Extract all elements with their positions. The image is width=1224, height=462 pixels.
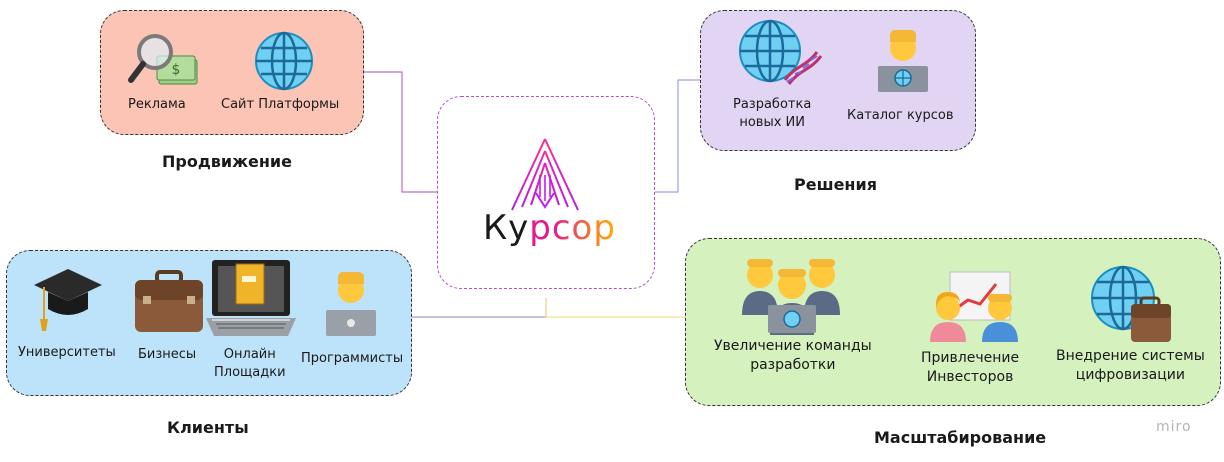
promotion-card[interactable] [100, 10, 364, 135]
globe-icon [255, 31, 313, 91]
promotion-title: Продвижение [162, 152, 292, 171]
clients-item-online-label: Онлайн Площадки [214, 346, 286, 381]
clients-title: Клиенты [167, 418, 249, 437]
solutions-item-ai-label: Разработка новых ИИ [733, 96, 811, 131]
cursor-logo-text: Курсор [483, 208, 616, 248]
scaling-title: Масштабирование [874, 428, 1047, 447]
scaling-item-digital-line-1: Внедрение системы [1056, 348, 1205, 364]
laptop-book-icon [206, 260, 296, 336]
miro-watermark: miro [1156, 419, 1192, 435]
globe-briefcase-icon [1091, 265, 1171, 342]
scaling-item-team-label: Увеличение команды разработки [714, 337, 872, 375]
investors-chart-icon [930, 271, 1018, 342]
scaling-item-digital-line-2: цифровизации [1075, 366, 1185, 383]
clients-item-online-line-2: Площадки [214, 364, 286, 380]
scaling-item-team-line-1: Увеличение команды [714, 338, 872, 354]
scaling-item-investors-line-2: Инвесторов [926, 368, 1014, 385]
scaling-item-team-line-2: разработки [750, 356, 836, 373]
developer-laptop-icon [878, 30, 928, 92]
solutions-item-catalog-label: Каталог курсов [847, 108, 954, 123]
svg-text:$: $ [172, 62, 181, 78]
solutions-title: Решения [794, 175, 877, 194]
logo-text-part-1: Ку [483, 208, 530, 248]
logo-text-part-2: р [529, 208, 552, 248]
programmer-laptop-icon [326, 272, 376, 336]
clients-item-universities-label: Университеты [18, 345, 116, 360]
solutions-item-ai-line-2: новых ИИ [739, 114, 805, 130]
solutions-item-ai-line-1: Разработка [733, 97, 812, 112]
promotion-item-ads-label: Реклама [128, 97, 186, 112]
center-logo-card[interactable] [437, 96, 655, 289]
scaling-item-investors-label: Привлечение Инвесторов [921, 349, 1019, 387]
clients-item-business-label: Бизнесы [138, 347, 197, 362]
promotion-item-site-label: Сайт Платформы [221, 97, 340, 112]
cursor-logo-icon [511, 138, 579, 211]
dev-team-icon [742, 259, 840, 335]
scaling-item-digital-label: Внедрение системы цифровизации [1056, 347, 1205, 385]
clients-item-programmers-label: Программисты [301, 351, 404, 366]
globe-dna-icon [739, 19, 823, 85]
graduation-cap-icon [34, 269, 102, 331]
clients-item-online-line-1: Онлайн [223, 347, 276, 362]
scaling-item-investors-line-1: Привлечение [921, 350, 1020, 366]
briefcase-icon [135, 270, 203, 332]
logo-text-part-3: сор [551, 208, 616, 248]
money-search-icon: $ [128, 34, 198, 85]
